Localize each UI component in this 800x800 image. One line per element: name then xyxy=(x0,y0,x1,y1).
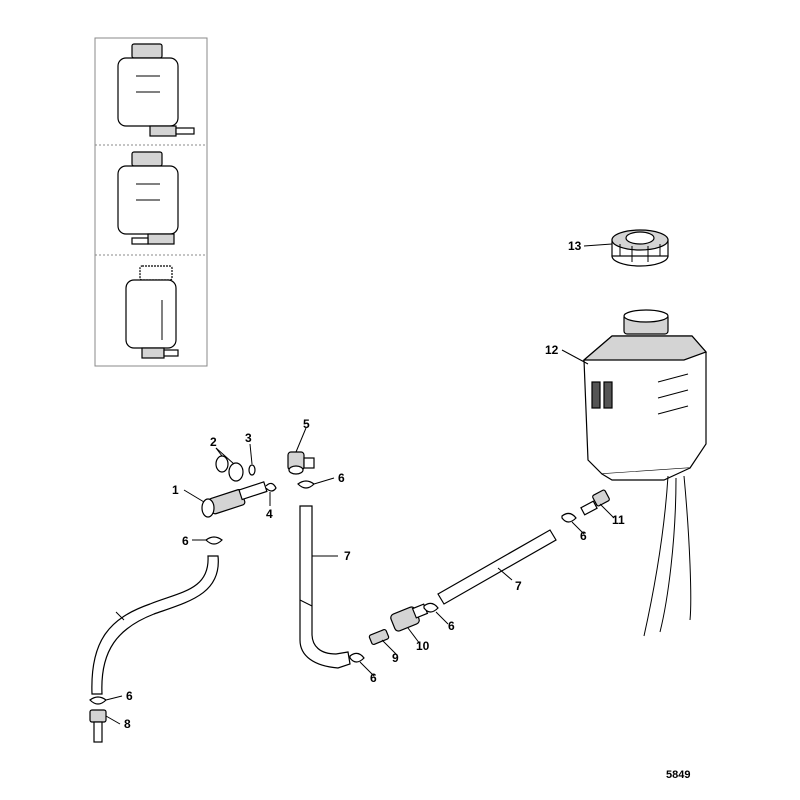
fitting-8 xyxy=(89,709,107,743)
callout-7-right: 7 xyxy=(515,579,522,593)
callout-8: 8 xyxy=(124,717,131,731)
callout-6-bottom: 6 xyxy=(126,689,133,703)
reservoir-tank xyxy=(582,309,708,637)
tank-variants-inset xyxy=(94,37,208,367)
tank-variant-3 xyxy=(125,265,179,359)
callout-1: 1 xyxy=(172,483,179,497)
seal-2b xyxy=(228,462,244,482)
clamp-6f xyxy=(561,512,577,523)
seal-3 xyxy=(248,464,256,476)
callout-10: 10 xyxy=(416,639,430,653)
hose-left xyxy=(91,555,219,695)
fitting-11 xyxy=(580,489,610,516)
clamp-6a xyxy=(297,480,315,489)
callout-9: 9 xyxy=(392,651,399,665)
clamp-6c xyxy=(205,536,223,545)
clamp-6e xyxy=(423,602,439,613)
seal-2a xyxy=(215,455,229,473)
filler-cap xyxy=(611,229,669,267)
callout-12: 12 xyxy=(545,343,559,357)
callout-3: 3 xyxy=(245,431,252,445)
callout-13: 13 xyxy=(568,239,582,253)
callout-7-left: 7 xyxy=(344,549,351,563)
tank-variant-1 xyxy=(117,43,195,137)
callout-6-elbow: 6 xyxy=(338,471,345,485)
callout-5: 5 xyxy=(303,417,310,431)
fitting-1 xyxy=(201,481,268,518)
clip-4 xyxy=(265,482,277,492)
callout-6-left: 6 xyxy=(182,534,189,548)
leader-lines xyxy=(105,243,615,725)
callout-6-right: 6 xyxy=(580,529,587,543)
callout-6-mid: 6 xyxy=(370,671,377,685)
clamp-6d xyxy=(89,696,107,705)
fitting-9 xyxy=(368,628,390,646)
callout-2: 2 xyxy=(210,435,217,449)
hose-7-right xyxy=(437,529,557,605)
clamp-6b xyxy=(349,652,365,663)
callout-4: 4 xyxy=(266,507,273,521)
callout-6-center: 6 xyxy=(448,619,455,633)
elbow-5 xyxy=(287,451,315,475)
callout-11: 11 xyxy=(612,513,625,527)
hose-7-left xyxy=(299,505,351,669)
tank-variant-2 xyxy=(117,151,179,245)
callouts: 1 2 3 4 5 6 6 6 6 6 6 7 7 8 9 10 11 12 1… xyxy=(124,239,625,731)
diagram-reference-number: 5849 xyxy=(666,769,690,781)
